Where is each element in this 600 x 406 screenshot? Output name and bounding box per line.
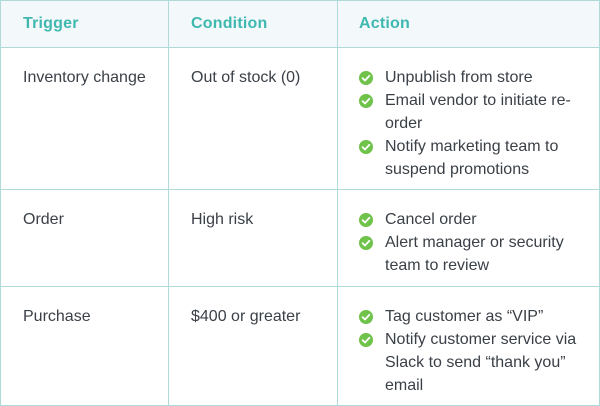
check-circle-icon — [359, 140, 373, 154]
header-cell-condition: Condition — [169, 1, 338, 47]
check-circle-icon — [359, 236, 373, 250]
table-row: Inventory change Out of stock (0) Unpubl… — [1, 48, 599, 190]
header-condition: Condition — [191, 15, 268, 32]
action-item: Notify customer service via Slack to sen… — [359, 328, 594, 397]
trigger-text: Inventory change — [23, 69, 146, 86]
action-text: Unpublish from store — [385, 69, 533, 86]
condition-cell: Out of stock (0) — [169, 48, 338, 189]
action-item: Email vendor to initiate re-order — [359, 89, 594, 135]
check-circle-icon — [359, 94, 373, 108]
trigger-text: Purchase — [23, 308, 91, 325]
action-cell: Unpublish from store Email vendor to ini… — [338, 48, 599, 189]
action-cell: Cancel order Alert manager or security t… — [338, 190, 599, 286]
action-item: Alert manager or security team to review — [359, 231, 594, 277]
action-text: Tag customer as “VIP” — [385, 308, 544, 325]
action-list: Cancel order Alert manager or security t… — [359, 208, 594, 277]
check-circle-icon — [359, 213, 373, 227]
condition-text: Out of stock (0) — [191, 69, 301, 86]
action-item: Unpublish from store — [359, 66, 594, 89]
condition-text: High risk — [191, 211, 254, 228]
action-list: Tag customer as “VIP” Notify customer se… — [359, 305, 594, 397]
condition-cell: High risk — [169, 190, 338, 286]
check-circle-icon — [359, 333, 373, 347]
condition-cell: $400 or greater — [169, 287, 338, 405]
table-row: Purchase $400 or greater Tag customer as… — [1, 287, 599, 405]
trigger-text: Order — [23, 211, 64, 228]
check-circle-icon — [359, 310, 373, 324]
header-trigger: Trigger — [23, 15, 79, 32]
action-item: Cancel order — [359, 208, 594, 231]
action-item: Notify marketing team to suspend promoti… — [359, 135, 594, 181]
action-text: Alert manager or security team to review — [385, 234, 564, 274]
header-action: Action — [359, 15, 410, 32]
action-text: Cancel order — [385, 211, 477, 228]
header-cell-action: Action — [338, 1, 599, 47]
trigger-cell: Purchase — [1, 287, 169, 405]
action-text: Notify customer service via Slack to sen… — [385, 331, 577, 394]
action-text: Email vendor to initiate re-order — [385, 92, 571, 132]
check-circle-icon — [359, 71, 373, 85]
action-list: Unpublish from store Email vendor to ini… — [359, 66, 594, 181]
action-item: Tag customer as “VIP” — [359, 305, 594, 328]
trigger-cell: Order — [1, 190, 169, 286]
trigger-cell: Inventory change — [1, 48, 169, 189]
table-row: Order High risk Cancel order Alert manag… — [1, 190, 599, 287]
action-text: Notify marketing team to suspend promoti… — [385, 138, 559, 178]
table-header-row: Trigger Condition Action — [1, 1, 599, 48]
header-cell-trigger: Trigger — [1, 1, 169, 47]
action-cell: Tag customer as “VIP” Notify customer se… — [338, 287, 599, 405]
condition-text: $400 or greater — [191, 308, 301, 325]
